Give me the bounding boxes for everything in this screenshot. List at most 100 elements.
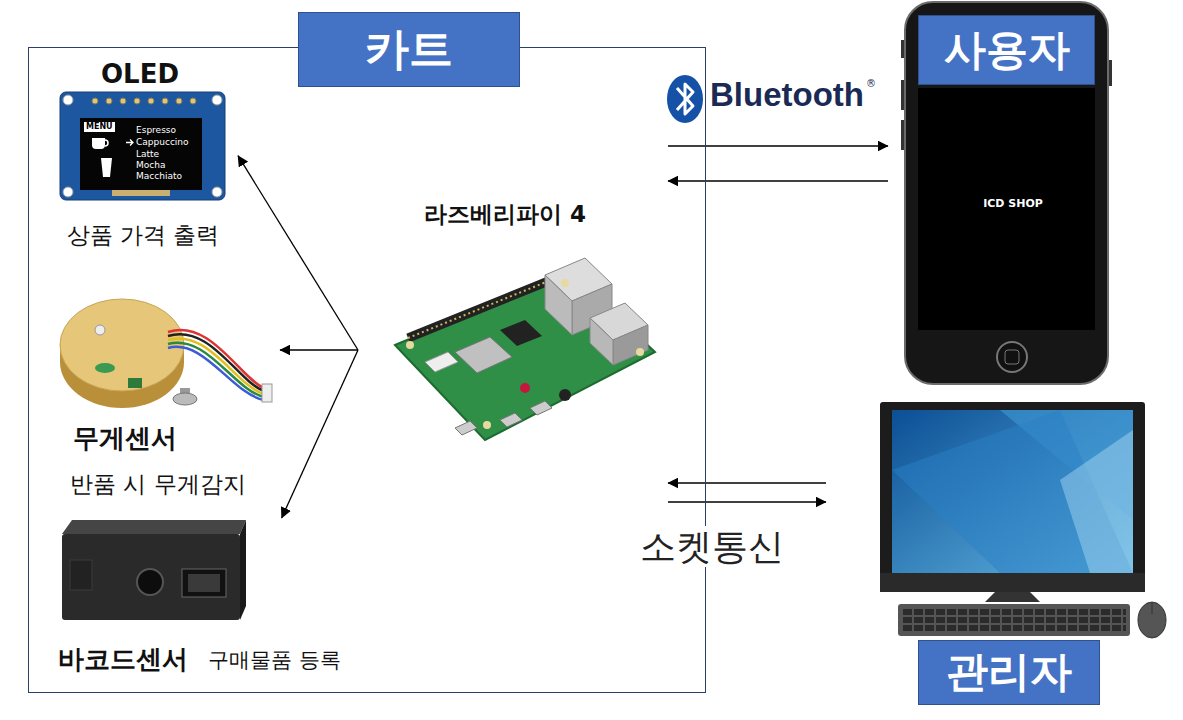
desktop-pc-illustration (892, 410, 1133, 573)
oled-illustration (120, 98, 126, 104)
desktop-pc-illustration (902, 607, 1126, 633)
barcode-sensor-illustration (62, 534, 240, 620)
desktop-pc-illustration (880, 402, 1145, 592)
oled-illustration (106, 98, 112, 104)
node-title: 무게센서 (73, 424, 177, 454)
connector-arrow (280, 349, 358, 350)
oled-illustration (212, 187, 222, 197)
node-caption: 반품 시 무게감지 (70, 471, 246, 497)
oled-illustration (92, 138, 105, 149)
oled-illustration (60, 92, 225, 200)
barcode-sensor-illustration (62, 520, 246, 534)
protocol-label: 소켓통신 (636, 526, 788, 567)
barcode-sensor-illustration (188, 574, 220, 592)
desktop-pc-illustration (1060, 430, 1133, 573)
raspberry-pi-illustration (613, 325, 648, 365)
smartphone-illustration (901, 2, 1112, 384)
oled-illustration (190, 98, 196, 104)
bluetooth-logo (667, 75, 703, 123)
node-caption: 상품 가격 출력 (67, 222, 220, 248)
oled-illustration (60, 92, 225, 200)
raspberry-pi-illustration (425, 352, 458, 372)
weight-sensor-illustration (128, 378, 142, 388)
user-smartphone: 사용자 ICD SHOP (888, 0, 1112, 388)
admin-pc: 관리자 (826, 398, 1150, 710)
bluetooth-logo (677, 84, 693, 114)
oled-illustration (105, 140, 108, 146)
oled-illustration (101, 158, 112, 177)
weight-sensor-illustration (60, 299, 272, 408)
raspberry-pi: 라즈베리파이 4 (358, 140, 668, 510)
raspberry-pi-illustration (530, 401, 552, 415)
node-title: 라즈베리파이 4 (424, 201, 586, 227)
raspberry-pi-illustration (483, 421, 491, 429)
connector-arrow (668, 145, 888, 146)
screen-menu-item: Latte (136, 149, 159, 160)
trademark-mark: ® (866, 78, 876, 90)
raspberry-pi-illustration (500, 320, 542, 346)
raspberry-pi-illustration (636, 348, 644, 356)
connector-arrow (282, 350, 358, 518)
desktop-pc-illustration (880, 573, 1145, 592)
oled-illustration (212, 95, 222, 105)
bluetooth-logo (667, 75, 703, 123)
barcode-sensor-illustration (137, 569, 163, 595)
barcode-sensor-illustration (240, 520, 246, 620)
screen-menu-item: Cappuccino (136, 137, 189, 148)
raspberry-pi-illustration (395, 272, 655, 440)
weight-sensor-illustration (95, 325, 105, 335)
oled-illustration (126, 140, 133, 146)
badge-label: 카트 (298, 12, 520, 87)
oled-illustration (176, 98, 182, 104)
desktop-pc-illustration (898, 604, 1130, 636)
screen-menu-item: Mocha (136, 160, 165, 171)
desktop-pc-illustration (892, 410, 1133, 573)
connector-arrow (668, 501, 826, 502)
weight-sensor-illustration (60, 299, 184, 391)
badge-label: 관리자 (918, 640, 1100, 705)
protocol-label: Bluetooth (706, 76, 868, 114)
smartphone-illustration (997, 342, 1027, 372)
barcode-sensor-illustration (70, 560, 92, 590)
raspberry-pi-illustration (590, 318, 613, 365)
oled-illustration (148, 98, 154, 104)
barcode-sensor-illustration (182, 569, 226, 597)
screen-menu-item: Macchiato (136, 171, 182, 182)
oled-illustration (162, 98, 168, 104)
weight-sensor: 무게센서반품 시 무게감지 (52, 285, 280, 507)
raspberry-pi-illustration (500, 413, 522, 427)
screen-menu-item: Espresso (136, 125, 176, 136)
raspberry-pi-illustration (455, 421, 477, 435)
raspberry-pi-illustration (455, 337, 512, 373)
smartphone-illustration (918, 88, 1095, 330)
badge-label: 사용자 (918, 15, 1095, 85)
screen-menu-title: MENU (84, 122, 115, 132)
connector-arrow (238, 156, 358, 350)
smartphone-illustration (905, 2, 1108, 384)
oled-illustration (80, 118, 202, 190)
weight-sensor-illustration (168, 343, 264, 397)
node-title: 바코드센서 (58, 645, 188, 675)
cart-region: 카트OLED상품 가격 출력라즈베리파이 4무게센서반품 시 무게감지바코드센서… (28, 47, 706, 693)
raspberry-pi-illustration (559, 389, 571, 401)
weight-sensor-illustration (173, 393, 197, 405)
desktop-pc-illustration (985, 592, 1040, 602)
barcode-sensor: 바코드센서구매물품 등록 (50, 518, 370, 686)
oled-illustration (63, 187, 73, 197)
oled-illustration (92, 98, 98, 104)
weight-sensor-illustration (262, 384, 272, 402)
raspberry-pi-illustration (561, 279, 569, 287)
node-caption: ICD SHOP (983, 198, 1043, 211)
node-title: OLED (101, 60, 179, 90)
weight-sensor-illustration (168, 347, 264, 400)
barcode-sensor-illustration (62, 520, 246, 620)
desktop-pc-illustration (1138, 602, 1166, 638)
raspberry-pi-illustration (406, 341, 414, 349)
connector-arrow (668, 482, 826, 483)
desktop-pc-illustration (1152, 603, 1153, 614)
raspberry-pi-illustration (520, 383, 530, 393)
connector-arrow (668, 180, 888, 181)
